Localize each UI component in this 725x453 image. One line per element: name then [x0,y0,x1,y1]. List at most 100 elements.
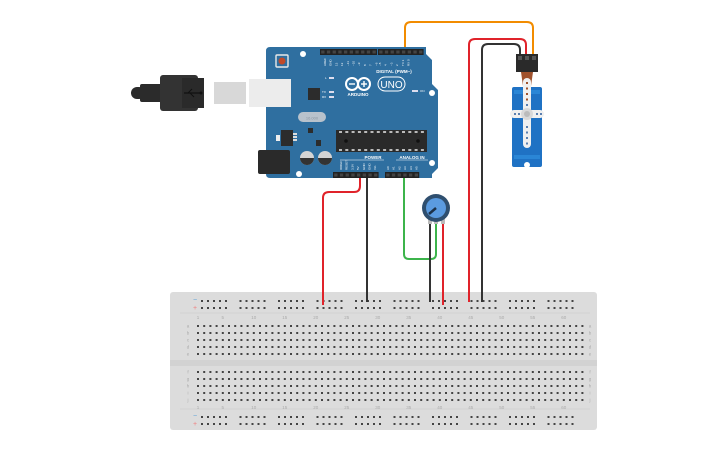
breadboard-hole[interactable] [383,332,385,334]
breadboard-hole[interactable] [420,332,423,334]
breadboard-hole[interactable] [420,353,423,355]
breadboard-hole[interactable] [395,339,398,341]
breadboard-hole[interactable] [333,399,336,401]
rail-hole[interactable] [515,416,517,418]
rail-hole[interactable] [432,423,434,425]
rail-hole[interactable] [456,300,458,302]
rail-hole[interactable] [245,307,248,309]
rail-hole[interactable] [296,300,298,302]
breadboard-hole[interactable] [333,346,336,348]
breadboard-hole[interactable] [228,346,230,348]
rail-hole[interactable] [494,423,497,425]
breadboard-hole[interactable] [469,371,472,373]
header-pin[interactable] [362,173,366,177]
breadboard-hole[interactable] [296,325,299,327]
breadboard-hole[interactable] [321,339,323,341]
breadboard-hole[interactable] [389,353,392,355]
breadboard-hole[interactable] [376,371,379,373]
breadboard-hole[interactable] [469,399,472,401]
breadboard-hole[interactable] [401,385,404,387]
breadboard-hole[interactable] [314,378,317,380]
breadboard-hole[interactable] [271,392,274,394]
breadboard-hole[interactable] [308,346,311,348]
header-pin[interactable] [403,173,407,177]
breadboard-hole[interactable] [420,378,423,380]
header-pin[interactable] [374,173,378,177]
breadboard-hole[interactable] [432,325,435,327]
breadboard-hole[interactable] [215,385,218,387]
breadboard-hole[interactable] [463,353,466,355]
breadboard-hole[interactable] [389,378,392,380]
rail-hole[interactable] [565,307,568,309]
breadboard-hole[interactable] [203,339,206,341]
breadboard-hole[interactable] [296,371,299,373]
breadboard-hole[interactable] [290,346,292,348]
breadboard-hole[interactable] [296,392,299,394]
breadboard-hole[interactable] [507,385,509,387]
breadboard-hole[interactable] [283,399,286,401]
rail-hole[interactable] [393,307,396,309]
breadboard-hole[interactable] [277,399,280,401]
breadboard-hole[interactable] [500,339,503,341]
breadboard-hole[interactable] [513,385,516,387]
rail-hole[interactable] [521,300,523,302]
breadboard-hole[interactable] [500,371,503,373]
rail-hole[interactable] [559,416,562,418]
header-pin[interactable] [351,173,355,177]
breadboard-hole[interactable] [259,332,261,334]
breadboard-hole[interactable] [271,332,274,334]
breadboard-hole[interactable] [407,339,410,341]
breadboard-hole[interactable] [414,378,416,380]
breadboard-hole[interactable] [531,339,534,341]
breadboard-hole[interactable] [203,353,206,355]
breadboard-hole[interactable] [575,378,578,380]
breadboard-hole[interactable] [525,353,528,355]
breadboard-hole[interactable] [203,392,206,394]
rail-hole[interactable] [251,423,254,425]
breadboard-hole[interactable] [265,371,268,373]
breadboard-hole[interactable] [215,378,218,380]
breadboard-hole[interactable] [438,339,441,341]
rail-hole[interactable] [367,423,369,425]
breadboard-hole[interactable] [488,353,491,355]
rail-hole[interactable] [515,300,517,302]
rail-hole[interactable] [494,300,497,302]
header-pin[interactable] [366,50,371,54]
rail-hole[interactable] [302,416,304,418]
breadboard-hole[interactable] [265,378,268,380]
rail-hole[interactable] [251,300,254,302]
pot-wiper-wire[interactable] [403,176,437,260]
breadboard-hole[interactable] [389,325,392,327]
breadboard-hole[interactable] [296,339,299,341]
breadboard-hole[interactable] [376,325,379,327]
rail-hole[interactable] [207,300,209,302]
rail-hole[interactable] [219,423,221,425]
rail-hole[interactable] [411,300,414,302]
breadboard-hole[interactable] [463,371,466,373]
breadboard-hole[interactable] [538,325,540,327]
breadboard-hole[interactable] [482,392,485,394]
header-pin[interactable] [413,50,417,54]
breadboard-hole[interactable] [345,371,348,373]
breadboard-hole[interactable] [234,339,237,341]
breadboard-hole[interactable] [339,399,342,401]
breadboard-hole[interactable] [259,339,261,341]
wires[interactable] [322,21,534,305]
breadboard-hole[interactable] [271,385,274,387]
breadboard-hole[interactable] [476,378,478,380]
breadboard-hole[interactable] [414,353,416,355]
breadboard-hole[interactable] [426,378,429,380]
breadboard-hole[interactable] [221,353,224,355]
breadboard-hole[interactable] [482,339,485,341]
rail-hole[interactable] [411,307,414,309]
breadboard-hole[interactable] [308,392,311,394]
breadboard-hole[interactable] [333,392,336,394]
rail-hole[interactable] [373,416,375,418]
rail-hole[interactable] [257,307,260,309]
breadboard-hole[interactable] [476,325,478,327]
rail-hole[interactable] [509,423,511,425]
breadboard-hole[interactable] [246,353,249,355]
rail-hole[interactable] [302,300,304,302]
breadboard-hole[interactable] [209,371,212,373]
rail-hole[interactable] [201,300,203,302]
